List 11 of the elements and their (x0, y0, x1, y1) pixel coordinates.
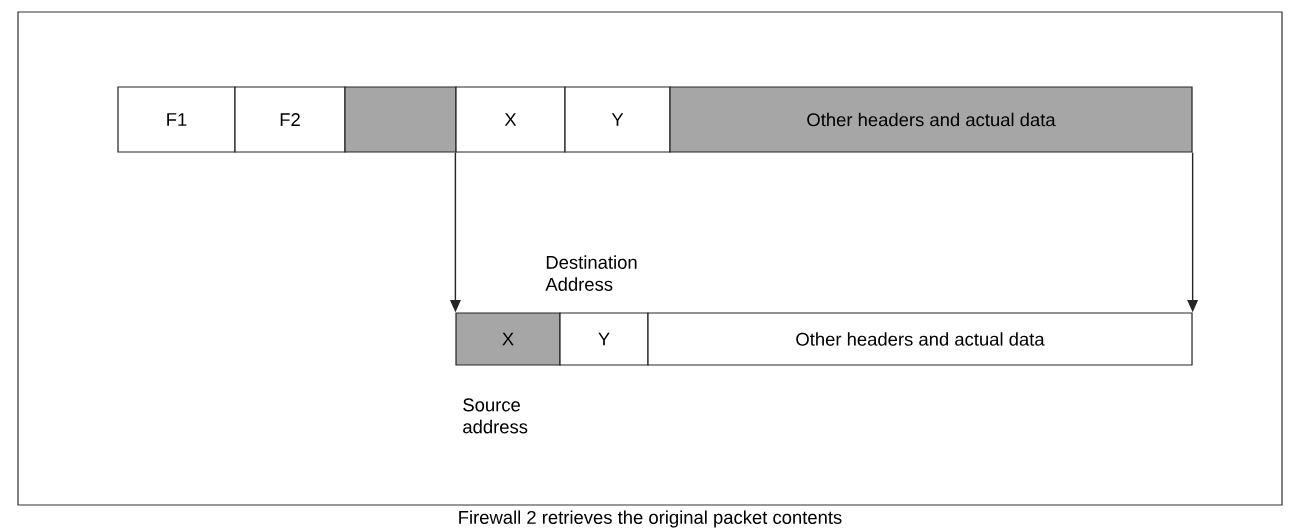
packet-field: X (455, 312, 561, 366)
packet-field: Y (564, 86, 671, 153)
packet-field: F2 (234, 86, 346, 153)
packet-field (344, 86, 457, 153)
address-label: Destination Address (545, 255, 637, 291)
address-label: Source address (463, 398, 528, 434)
packet-field: X (455, 86, 566, 153)
packet-field: Y (559, 312, 649, 366)
packet-field: Other headers and actual data (669, 86, 1193, 153)
caption: Firewall 2 retrieves the original packet contents (459, 510, 842, 528)
packet-field: F1 (117, 86, 236, 153)
